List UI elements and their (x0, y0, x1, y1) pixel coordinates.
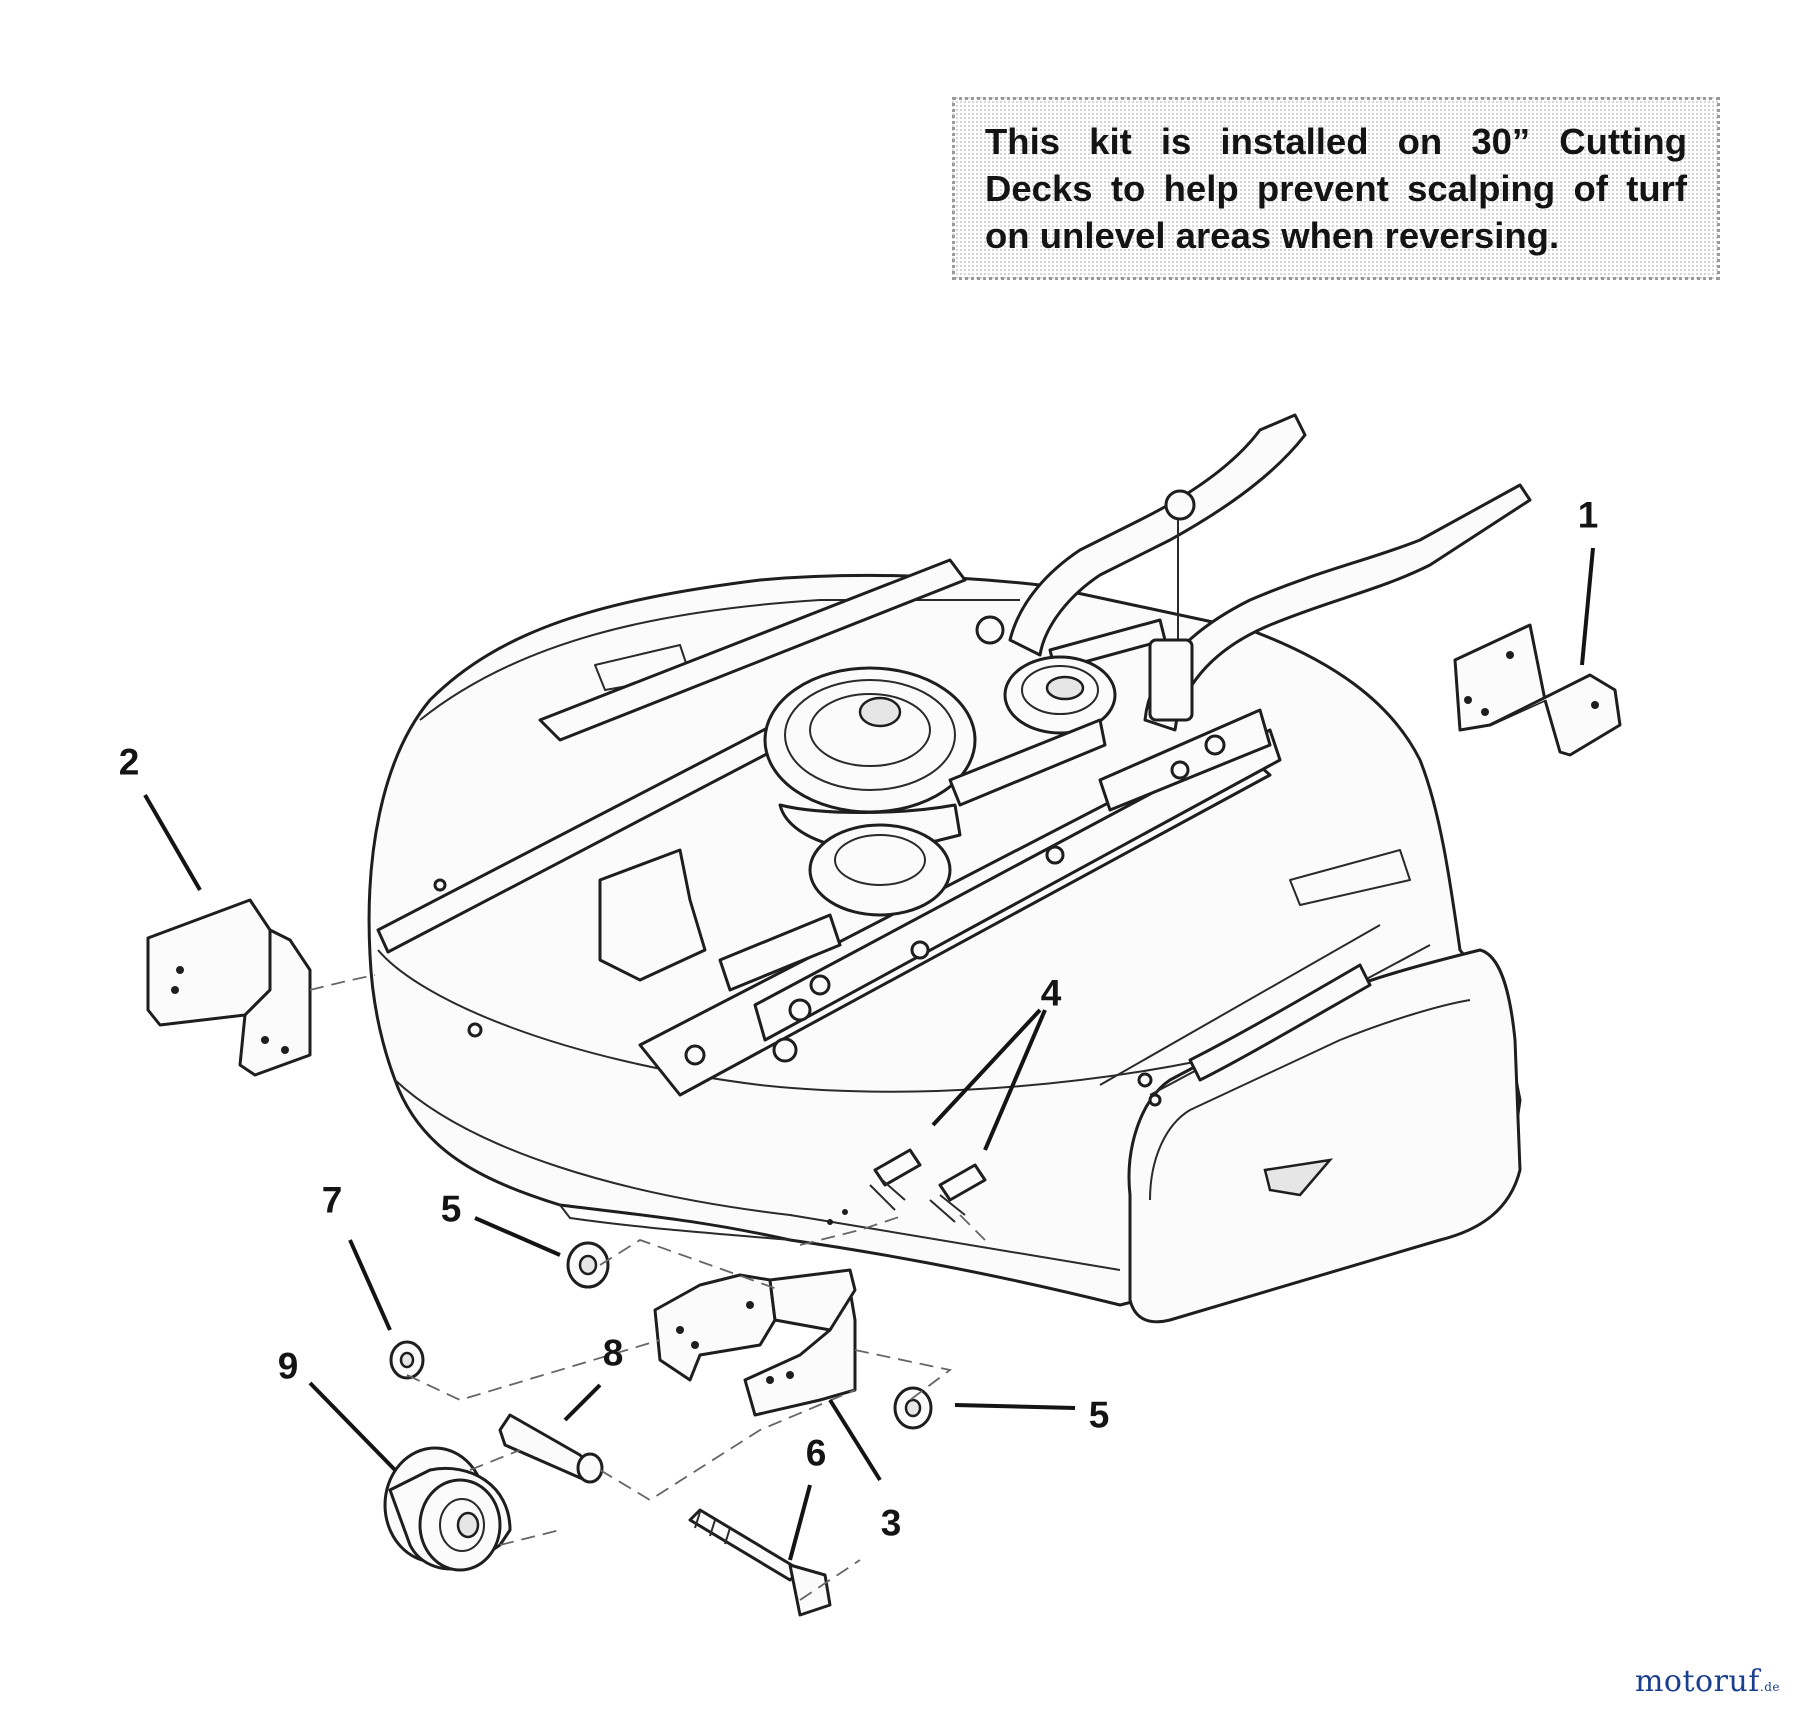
part-4-bolts (827, 1148, 987, 1225)
callout-6: 6 (805, 1432, 827, 1474)
watermark-text-a: motoruf (1634, 1664, 1760, 1699)
callout-1: 1 (1577, 494, 1599, 536)
watermark-text-c: .de (1759, 1680, 1780, 1694)
part-3-bracket (653, 1268, 857, 1417)
motoruf-watermark-logo: motoruf.de (1635, 1664, 1780, 1699)
part-5-nut-right (893, 1386, 933, 1430)
hitch-arms (975, 413, 1532, 732)
installation-note: This kit is installed on 30” Cutting Dec… (985, 121, 1687, 256)
callout-4: 4 (1040, 972, 1062, 1014)
deck-rails (376, 558, 1431, 1097)
callout-7: 7 (321, 1179, 343, 1221)
callout-2: 2 (118, 741, 140, 783)
callout-8: 8 (602, 1332, 624, 1374)
installation-note-box: This kit is installed on 30” Cutting Dec… (952, 97, 1720, 280)
assembly-lines (406, 1214, 986, 1601)
part-1-bracket (1453, 623, 1622, 757)
part-2-bracket (146, 898, 376, 1077)
callout-5-left: 5 (440, 1188, 462, 1230)
part-9-wheel (383, 1446, 512, 1572)
callout-3: 3 (880, 1502, 902, 1544)
callout-5-right: 5 (1088, 1394, 1110, 1436)
part-6-bolt (688, 1508, 832, 1617)
part-7-nut (389, 1340, 425, 1380)
deck-brackets (433, 708, 1272, 1107)
leader-lines (143, 547, 1595, 1561)
part-8-spacer (498, 1413, 604, 1484)
part-5-nut-left (566, 1241, 610, 1289)
callout-9: 9 (277, 1345, 299, 1387)
pulleys (763, 655, 1117, 917)
